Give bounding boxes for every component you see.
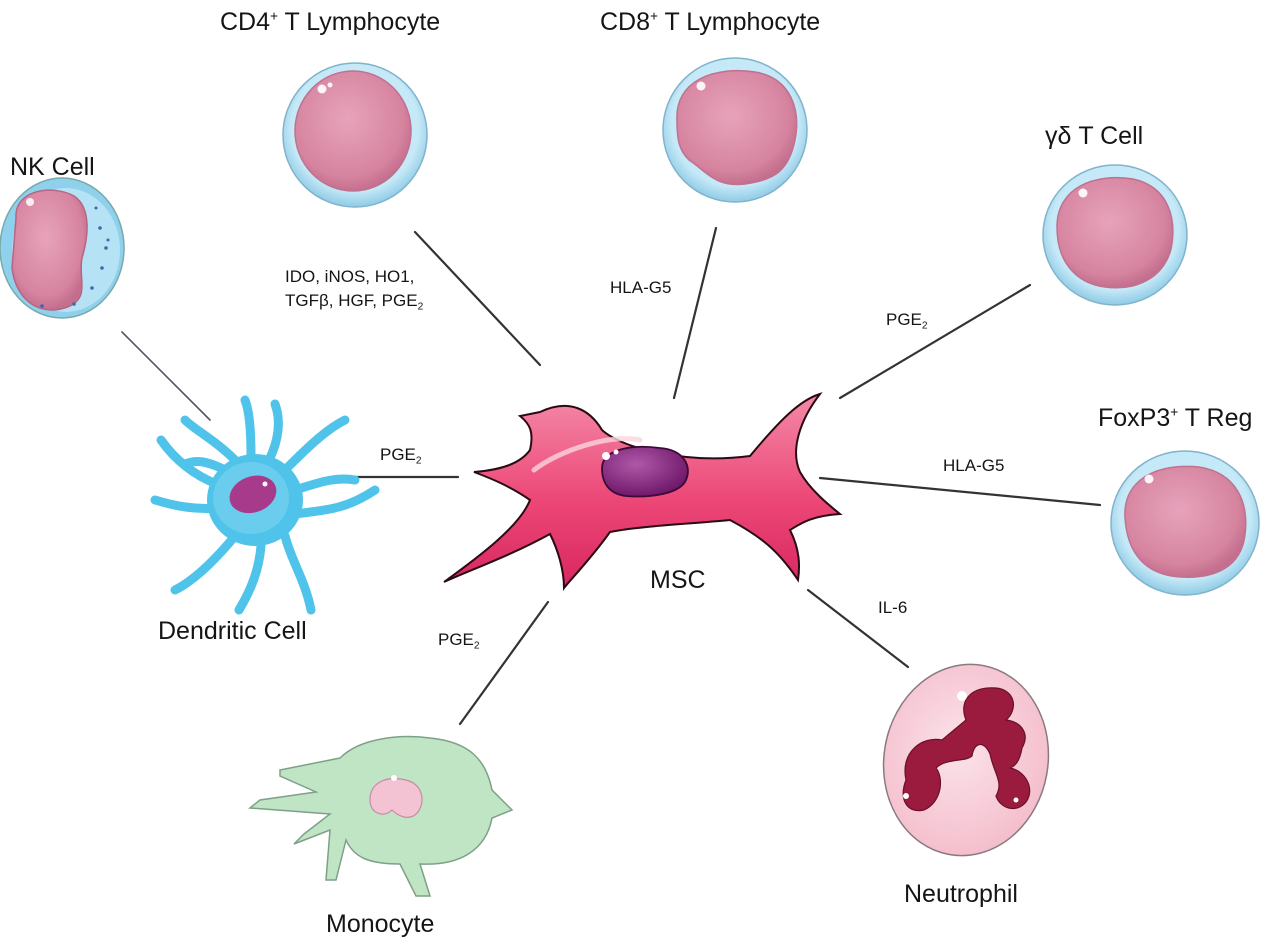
cd8-lymphocyte-cell[interactable]	[662, 57, 808, 203]
connector-treg	[818, 476, 1102, 507]
msc-cell[interactable]	[443, 392, 843, 591]
connector-neut	[806, 588, 910, 669]
neutrophil-label: Neutrophil	[904, 880, 1018, 908]
gd-mediator-label: PGE2	[886, 308, 928, 339]
dc-mediator-sub: 2	[415, 455, 422, 467]
monocyte-mediator-label: PGE2	[438, 628, 480, 659]
monocyte-label: Monocyte	[326, 910, 435, 938]
connector-nk	[121, 331, 211, 421]
nk-cell[interactable]	[0, 177, 125, 319]
cd8-label-suffix: T Lymphocyte	[658, 8, 821, 36]
cd4-mediators-label: IDO, iNOS, HO1, TGFβ, HGF, PGE2	[285, 265, 423, 320]
cd4-label-name: CD4	[220, 8, 271, 36]
dendritic-cell-label: Dendritic Cell	[158, 617, 307, 645]
cd4-lymphocyte-label: CD4+ T Lymphocyte	[220, 8, 440, 37]
cd4-label-suffix: T Lymphocyte	[278, 8, 441, 36]
neutrophil-cell[interactable]	[869, 651, 1064, 869]
treg-label-sup: +	[1170, 404, 1179, 420]
cd4-mediators-line-2-text: TGFβ, HGF, PGE	[285, 291, 418, 310]
dendritic-mediator-label: PGE2	[380, 443, 422, 474]
cd4-lymphocyte-cell[interactable]	[282, 62, 428, 208]
neutrophil-mediator-label: IL-6	[878, 598, 908, 617]
connector-cd8	[672, 226, 718, 400]
treg-label-name: FoxP3	[1098, 404, 1171, 432]
cd4-mediators-line-2: TGFβ, HGF, PGE2	[285, 289, 423, 320]
msc-label: MSC	[650, 566, 706, 594]
gamma-delta-t-cell-label: γδ T Cell	[1045, 122, 1144, 150]
connector-gd	[838, 283, 1032, 400]
treg-mediator-label: HLA-G5	[943, 456, 1005, 475]
cd8-label-name: CD8	[600, 8, 651, 36]
dendritic-cell[interactable]	[150, 395, 380, 615]
gamma-delta-t-cell[interactable]	[1042, 164, 1188, 306]
connector-cd4	[413, 230, 542, 367]
foxp3-treg-label: FoxP3+ T Reg	[1098, 404, 1252, 433]
monocyte-mediator-sub: 2	[473, 640, 480, 652]
connector-mono	[458, 600, 550, 726]
gd-mediator-text: PGE	[886, 310, 922, 329]
treg-label-suffix: T Reg	[1178, 404, 1253, 432]
dc-mediator-text: PGE	[380, 445, 416, 464]
foxp3-treg-cell[interactable]	[1110, 450, 1260, 596]
nk-cell-label: NK Cell	[10, 153, 95, 181]
monocyte-mediator-text: PGE	[438, 630, 474, 649]
gd-mediator-sub: 2	[921, 320, 928, 332]
monocyte-cell[interactable]	[248, 735, 514, 897]
cd8-lymphocyte-label: CD8+ T Lymphocyte	[600, 8, 820, 37]
cd4-label-sup: +	[270, 8, 279, 24]
cd4-mediators-line-1: IDO, iNOS, HO1,	[285, 267, 415, 286]
connectors	[121, 226, 1102, 726]
cd8-mediator-label: HLA-G5	[610, 278, 672, 297]
cd8-label-sup: +	[650, 8, 659, 24]
cd4-mediators-sub: 2	[417, 301, 424, 313]
